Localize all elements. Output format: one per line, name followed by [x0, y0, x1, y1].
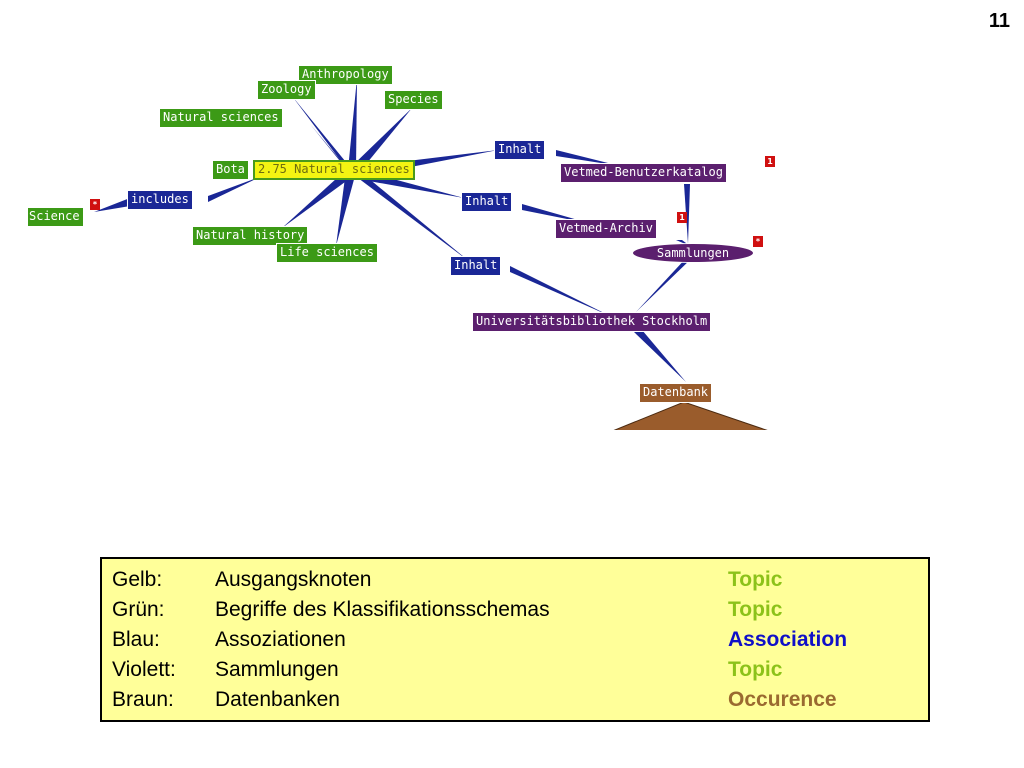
- edge-center-life-sciences: [336, 170, 356, 246]
- node-inhalt-3[interactable]: Inhalt: [450, 256, 502, 276]
- edge-center-natural-history: [282, 168, 356, 228]
- legend-description: Datenbanken: [215, 688, 340, 711]
- edge-center-anthropology: [348, 78, 357, 170]
- edge-includes-center: [208, 176, 262, 202]
- slide-number: 11: [988, 10, 1010, 32]
- edge-sammlungen-ub: [636, 256, 692, 312]
- badge-science: *: [90, 199, 100, 210]
- legend-type: Topic: [728, 598, 783, 621]
- node-science[interactable]: Science: [27, 207, 84, 227]
- edge-inhalt3-ub: [510, 266, 610, 316]
- edge-inhalt1-vetmed-katalog: [556, 150, 620, 166]
- edge-katalog-sammlungen: [684, 184, 690, 244]
- topic-map-edges: [94, 78, 768, 430]
- edge-center-inhalt-3: [350, 168, 470, 262]
- node-anthropology[interactable]: Anthropology: [298, 65, 393, 85]
- legend-color-label: Gelb:: [112, 568, 163, 591]
- callout-line-3: „Doppelklick“ führt zum zugehörigen Info…: [213, 497, 821, 516]
- node-zoology[interactable]: Zoology: [257, 80, 316, 100]
- node-includes[interactable]: includes: [127, 190, 193, 210]
- callout-line-1: „Datenbank zur naturwissenschaftlichen S…: [200, 447, 834, 466]
- legend-description: Ausgangsknoten: [215, 568, 372, 591]
- callout-line-2: Stockholm“: [469, 472, 565, 491]
- legend-color-label: Violett:: [112, 658, 176, 681]
- node-life-sciences[interactable]: Life sciences: [276, 243, 378, 263]
- callout: „Datenbank zur naturwissenschaftlichen S…: [60, 444, 974, 519]
- badge-vetmed-archiv: 1: [677, 212, 687, 223]
- node-center-natural-sciences[interactable]: 2.75 Natural sciences: [253, 160, 415, 180]
- legend-type: Topic: [728, 658, 783, 681]
- legend-description: Assoziationen: [215, 628, 346, 651]
- badge-sammlungen: *: [753, 236, 763, 247]
- legend-description: Begriffe des Klassifikationsschemas: [215, 598, 550, 621]
- legend-type: Occurence: [728, 688, 837, 711]
- legend-color-label: Blau:: [112, 628, 160, 651]
- node-inhalt-1[interactable]: Inhalt: [494, 140, 546, 160]
- legend-box: Gelb: Ausgangsknoten Topic Grün: Begriff…: [100, 557, 930, 722]
- node-botany[interactable]: Bota: [212, 160, 249, 180]
- node-sammlungen[interactable]: Sammlungen: [632, 243, 754, 263]
- badge-vetmed-katalog: 1: [765, 156, 775, 167]
- node-natural-sciences[interactable]: Natural sciences: [159, 108, 283, 128]
- topic-map: Anthropology Zoology Species Natural sci…: [27, 65, 775, 430]
- node-natural-history[interactable]: Natural history: [192, 226, 309, 246]
- edge-center-zoology: [292, 96, 354, 172]
- edge-center-species: [350, 108, 412, 174]
- legend-description: Sammlungen: [215, 658, 339, 681]
- node-species[interactable]: Species: [384, 90, 443, 110]
- node-universitaetsbibliothek-stockholm[interactable]: Universitätsbibliothek Stockholm: [472, 312, 712, 332]
- legend-type: Association: [728, 628, 848, 651]
- node-vetmed-archiv[interactable]: Vetmed-Archiv: [555, 219, 657, 239]
- node-datenbank[interactable]: Datenbank: [639, 383, 713, 403]
- legend-color-label: Braun:: [112, 688, 174, 711]
- callout-shape: [613, 401, 768, 430]
- edge-ub-datenbank: [634, 330, 686, 382]
- legend-type: Topic: [728, 568, 783, 591]
- legend-color-label: Grün:: [112, 598, 165, 621]
- edge-science-includes: [94, 198, 130, 212]
- node-vetmed-benutzerkatalog[interactable]: Vetmed-Benutzerkatalog: [560, 163, 727, 183]
- node-inhalt-2[interactable]: Inhalt: [461, 192, 513, 212]
